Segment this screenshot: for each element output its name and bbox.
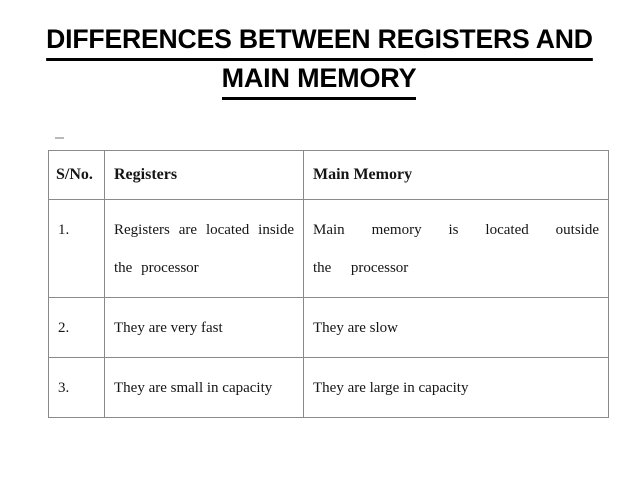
column-header-main-memory-label: Main Memory <box>313 166 413 183</box>
table-row: 1. Registers are located inside the proc… <box>48 199 609 298</box>
table-cell-main-memory-text: They are slow <box>313 320 398 336</box>
table-row: 2. They are very fast They are slow <box>48 297 609 358</box>
column-header-registers: Registers <box>104 150 304 200</box>
table-cell-serial-text: 1. <box>58 222 70 238</box>
column-header-registers-label: Registers <box>114 166 178 183</box>
table-cell-registers-text: They are small in capacity <box>114 380 273 396</box>
page-title-line-1: DIFFERENCES BETWEEN REGISTERS AND <box>0 22 638 61</box>
column-header-serial-label: S/No. <box>56 166 93 183</box>
table-cell-main-memory-text: Main memory is located outside the proce… <box>313 222 599 276</box>
table-cell-serial: 2. <box>48 297 105 358</box>
page-title-line-2-text: MAIN MEMORY <box>221 61 417 100</box>
table-cell-serial-text: 3. <box>58 380 70 396</box>
comparison-table: S/No. Registers Main Memory 1. Registers… <box>48 150 609 418</box>
scan-artifact-dash <box>55 137 64 139</box>
table-row: 3. They are small in capacity They are l… <box>48 357 609 418</box>
page-title-line-2: MAIN MEMORY <box>0 61 638 100</box>
table-header-row: S/No. Registers Main Memory <box>48 150 609 200</box>
table-cell-registers-text: They are very fast <box>114 320 223 336</box>
table-cell-main-memory: They are slow <box>303 297 609 358</box>
table-cell-registers: Registers are located inside the process… <box>104 199 304 298</box>
table-cell-serial: 1. <box>48 199 105 298</box>
column-header-serial: S/No. <box>48 150 105 200</box>
table-cell-main-memory: They are large in capacity <box>303 357 609 418</box>
table-header: S/No. Registers Main Memory <box>48 150 609 200</box>
table-cell-registers: They are small in capacity <box>104 357 304 418</box>
table-cell-registers: They are very fast <box>104 297 304 358</box>
table-cell-serial-text: 2. <box>58 320 70 336</box>
table-cell-registers-text: Registers are located inside the process… <box>114 222 294 276</box>
table-cell-main-memory-text: They are large in capacity <box>313 380 469 396</box>
column-header-main-memory: Main Memory <box>303 150 609 200</box>
table-body: 1. Registers are located inside the proc… <box>48 199 609 418</box>
page-title-line-1-text: DIFFERENCES BETWEEN REGISTERS AND <box>45 22 593 61</box>
page-title: DIFFERENCES BETWEEN REGISTERS AND MAIN M… <box>0 22 638 100</box>
table-cell-serial: 3. <box>48 357 105 418</box>
table-cell-main-memory: Main memory is located outside the proce… <box>303 199 609 298</box>
